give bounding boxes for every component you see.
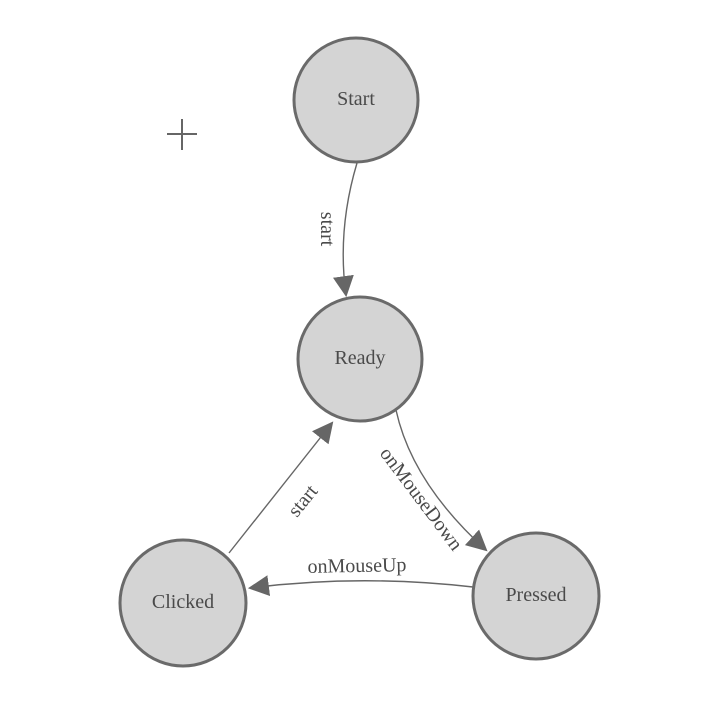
node-label-start: Start [337,88,375,110]
edge-line-start-to-ready[interactable] [333,162,358,298]
node-pressed[interactable]: Pressed [471,531,601,661]
node-circle-clicked[interactable] [118,538,248,668]
node-circle-pressed[interactable] [471,531,601,661]
edge-start-to-ready[interactable]: start [316,162,358,298]
node-label-pressed: Pressed [505,584,566,606]
edge-line-ready-to-pressed[interactable] [395,409,488,552]
edge-label-clicked-to-ready: start [284,480,323,521]
edge-ready-to-pressed[interactable]: onMouseDown [375,409,488,555]
edge-clicked-to-ready[interactable]: start [228,421,334,554]
node-clicked[interactable]: Clicked [118,538,248,668]
node-label-clicked: Clicked [152,591,214,613]
node-circle-start[interactable] [292,36,420,164]
crosshair-icon [167,119,197,150]
edge-line-clicked-to-ready[interactable] [228,421,334,554]
edge-label-pressed-to-clicked: onMouseUp [307,554,406,578]
node-ready[interactable]: Ready [296,295,424,423]
edge-line-pressed-to-clicked[interactable] [247,575,474,597]
edge-pressed-to-clicked[interactable]: onMouseUp [247,554,474,597]
edge-label-ready-to-pressed: onMouseDown [375,443,467,555]
edge-label-start-to-ready: start [316,212,338,247]
node-circle-ready[interactable] [296,295,424,423]
node-start[interactable]: Start [292,36,420,164]
node-label-ready: Ready [334,347,385,369]
